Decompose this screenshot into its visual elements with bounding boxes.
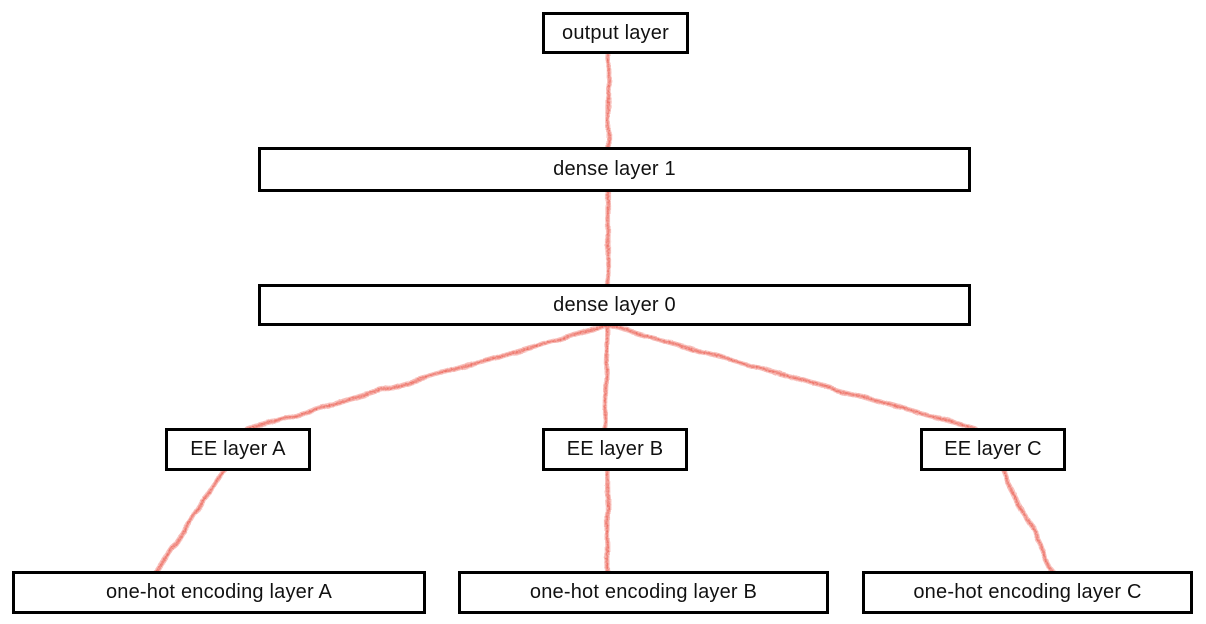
- node-label: one-hot encoding layer A: [105, 581, 333, 603]
- node-onehot-encoding-layer-b: one-hot encoding layer B: [458, 571, 829, 614]
- edge-output-dense1: [606, 52, 611, 150]
- edges-group: [153, 51, 1056, 575]
- node-label: one-hot encoding layer B: [529, 581, 758, 603]
- node-label: dense layer 0: [553, 293, 676, 316]
- node-label: dense layer 1: [553, 158, 676, 180]
- node-output-layer: output layer: [542, 12, 689, 54]
- node-onehot-encoding-layer-c: one-hot encoding layer C: [862, 571, 1193, 614]
- edge-dense0-eeB: [603, 323, 610, 431]
- edge-eeC-onehotC: [1000, 468, 1055, 573]
- node-label: EE layer C: [944, 438, 1042, 460]
- node-dense-layer-0: dense layer 0: [258, 284, 971, 326]
- edge-dense0-eeA: [245, 323, 610, 431]
- node-onehot-encoding-layer-a: one-hot encoding layer A: [12, 571, 426, 614]
- node-ee-layer-c: EE layer C: [920, 428, 1066, 471]
- node-ee-layer-a: EE layer A: [165, 428, 311, 471]
- edge-eeA-onehotA: [154, 468, 226, 574]
- edge-dense0-eeC: [606, 323, 978, 431]
- node-label: EE layer A: [190, 438, 286, 460]
- node-label: EE layer B: [566, 438, 664, 460]
- node-ee-layer-b: EE layer B: [542, 428, 688, 471]
- node-label: one-hot encoding layer C: [913, 581, 1142, 603]
- edge-eeB-onehotB: [605, 468, 610, 574]
- node-label: output layer: [562, 21, 669, 44]
- node-dense-layer-1: dense layer 1: [258, 147, 971, 192]
